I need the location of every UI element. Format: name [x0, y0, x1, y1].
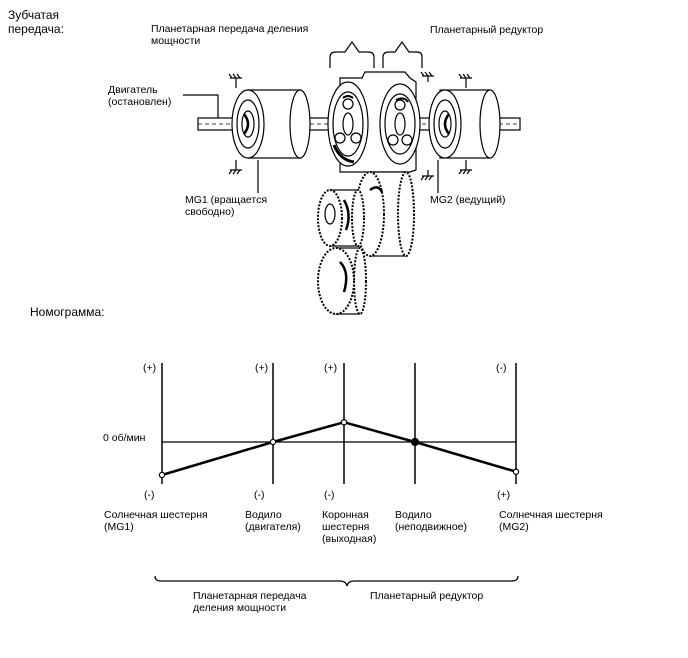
differential-gear [317, 247, 367, 315]
axis5-name-line1: Солнечная шестерня [499, 509, 603, 521]
axis3-bottom-sign: (-) [324, 489, 335, 501]
axis5-bottom-sign: (+) [497, 489, 511, 501]
mg2-rotor [428, 89, 501, 159]
axis3-name-line1: Коронная [322, 509, 369, 521]
reducer-label: Планетарный редуктор [430, 24, 544, 36]
engine-label-line2: (остановлен) [108, 96, 172, 108]
power-split-label-line2: мощности [151, 35, 201, 47]
axis2-bottom-sign: (-) [254, 489, 265, 501]
power-split-label-line1: Планетарная передача деления [151, 23, 309, 35]
zero-rpm-label: 0 об/мин [103, 432, 146, 444]
speed-point-axis-2 [269, 438, 277, 446]
gear-heading-line2: передача: [8, 22, 64, 36]
mg1-label-line2: свободно) [185, 206, 235, 218]
group-left-line2: деления мощности [193, 602, 287, 614]
speed-point-axis-1 [158, 471, 166, 479]
axis3-name-line3: (выходная) [322, 533, 377, 545]
axis1-name-line2: (MG1) [104, 521, 134, 533]
group-right-label: Планетарный редуктор [370, 590, 484, 602]
nomogram [158, 363, 520, 484]
axis1-top-sign: (+) [143, 362, 157, 374]
speed-point-axis-4 [410, 437, 420, 447]
mg2-label: MG2 (ведущий) [430, 194, 506, 206]
axis3-top-sign: (+) [324, 362, 338, 374]
nomogram-heading: Номограмма: [30, 305, 105, 319]
group-left-line1: Планетарная передача [193, 590, 307, 602]
axis1-name-line1: Солнечная шестерня [104, 509, 208, 521]
axis2-name-line1: Водило [245, 509, 282, 521]
power-split-speed-line [161, 420, 345, 477]
axis4-name-line2: (неподвижное) [395, 521, 467, 533]
reducer-speed-line [343, 420, 517, 473]
power-split-bracket [329, 40, 375, 68]
axis2-top-sign: (+) [255, 362, 269, 374]
reducer-planetary [379, 83, 421, 165]
counter-gear-small [317, 189, 365, 247]
mg1-rotor [231, 89, 311, 159]
axis5-name-line2: (MG2) [499, 521, 529, 533]
reducer-bracket [382, 40, 423, 68]
engine-leader [183, 94, 219, 118]
axis4-name-line1: Водило [395, 509, 432, 521]
engine-label-line1: Двигатель [108, 84, 158, 96]
mg1-ground [228, 73, 242, 175]
speed-point-axis-5 [512, 468, 520, 475]
speed-point-axis-3 [340, 419, 348, 426]
axis5-top-sign: (-) [496, 362, 507, 374]
axis3-name-line2: шестерня [322, 521, 370, 533]
reducer-ground [420, 71, 434, 181]
axis2-name-line2: (двигателя) [245, 521, 301, 533]
axis1-bottom-sign: (-) [144, 489, 155, 501]
counter-gear-large [355, 171, 415, 257]
mg1-label-line1: MG1 (вращается [185, 194, 268, 206]
group-brace [154, 575, 519, 587]
gear-heading-line1: Зубчатая [8, 8, 60, 22]
gear-illustration [183, 40, 521, 315]
mg2-ground [458, 73, 472, 175]
